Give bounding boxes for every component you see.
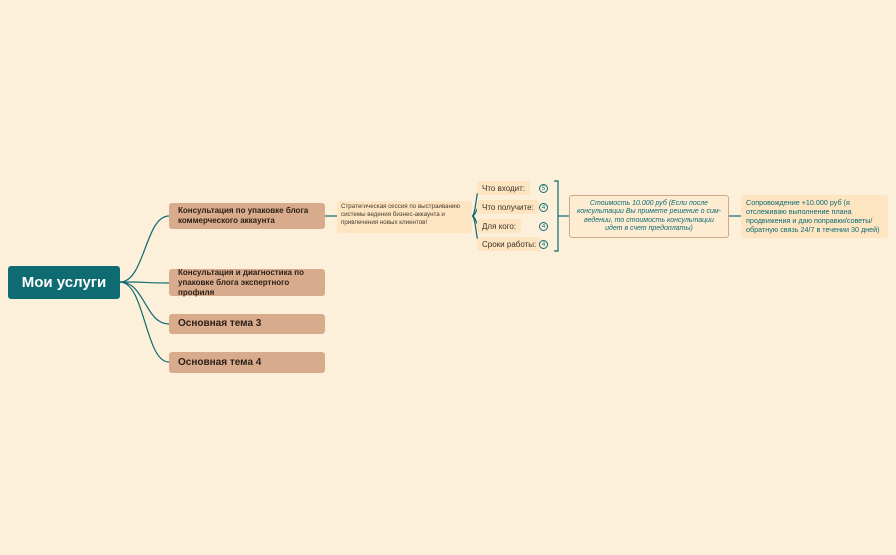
subtopic-timeline[interactable]: Сроки работы: xyxy=(477,237,542,251)
subtopic-what-you-get[interactable]: Что получите: xyxy=(477,200,539,214)
branch-label: Консультация по упаковке блога коммерчес… xyxy=(178,206,309,225)
description-text: Стратегическая сессия по выстраиванию си… xyxy=(341,203,461,226)
branch-node-commercial[interactable]: Консультация по упаковке блога коммерчес… xyxy=(169,203,325,229)
subtopic-what-included[interactable]: Что входит: xyxy=(477,181,531,195)
subtopic-label: Что входит: xyxy=(482,183,526,193)
description-node[interactable]: Стратегическая сессия по выстраиванию си… xyxy=(337,201,472,233)
collapsed-count-badge[interactable]: 4 xyxy=(539,222,548,231)
branch-node-topic-4[interactable]: Основная тема 4 xyxy=(169,352,325,373)
support-text: Сопровождение +10.000 руб (я отслеживаю … xyxy=(746,198,880,234)
branch-node-topic-3[interactable]: Основная тема 3 xyxy=(169,314,325,334)
subtopic-label: Для кого: xyxy=(482,221,517,231)
branch-label: Основная тема 3 xyxy=(178,318,262,329)
branch-node-expert[interactable]: Консультация и диагностика по упаковке б… xyxy=(169,267,325,297)
collapsed-count-badge[interactable]: 4 xyxy=(539,240,548,249)
support-node[interactable]: Сопровождение +10.000 руб (я отслеживаю … xyxy=(741,195,888,238)
subtopic-label: Что получите: xyxy=(482,202,534,212)
collapsed-count-badge[interactable]: 5 xyxy=(539,184,548,193)
root-label: Мои услуги xyxy=(21,274,107,291)
price-summary-node[interactable]: Стоимость 10.000 руб (Если после консуль… xyxy=(569,195,729,238)
branch-label: Основная тема 4 xyxy=(178,356,262,368)
subtopic-label: Сроки работы: xyxy=(482,239,537,249)
collapsed-count-badge[interactable]: 4 xyxy=(539,203,548,212)
subtopic-for-whom[interactable]: Для кого: xyxy=(477,219,522,233)
price-text: Стоимость 10.000 руб (Если после консуль… xyxy=(576,199,722,233)
root-node[interactable]: Мои услуги xyxy=(8,266,120,299)
branch-label: Консультация и диагностика по упаковке б… xyxy=(178,267,304,297)
